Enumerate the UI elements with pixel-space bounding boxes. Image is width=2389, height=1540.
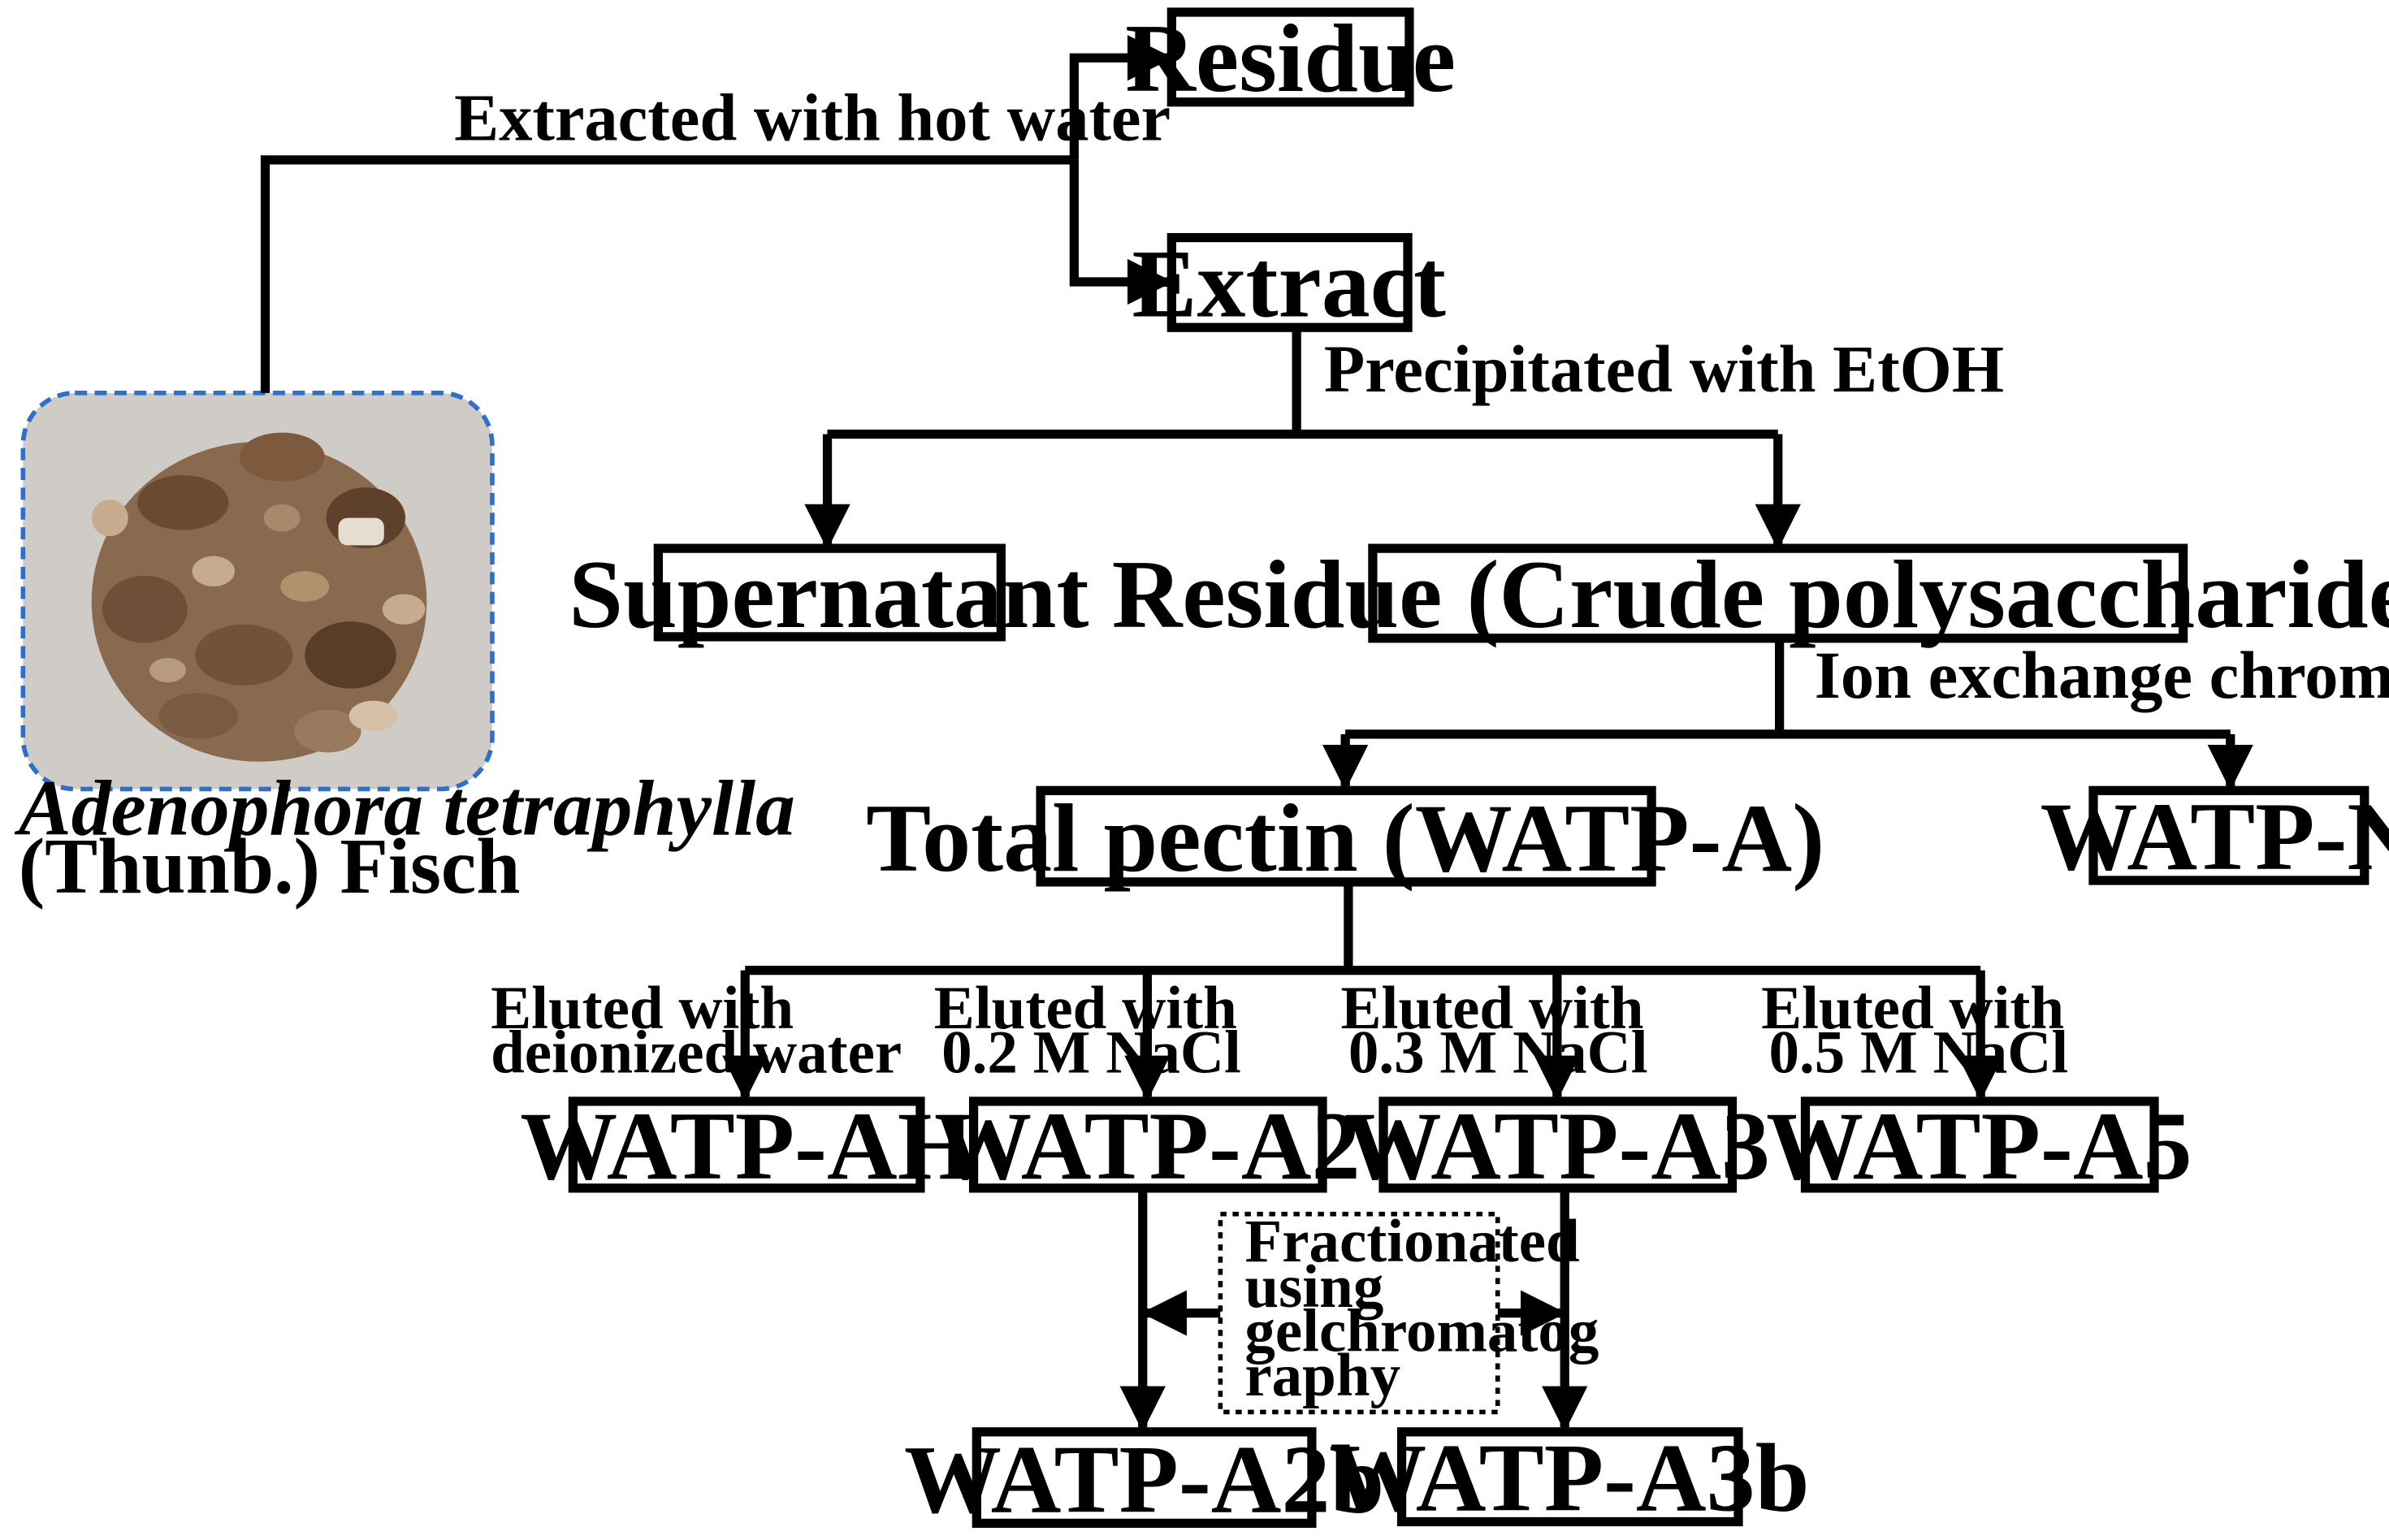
elution-1-line2: deionized water <box>491 1019 902 1086</box>
elution-3-line1: Eluted with <box>1341 975 1644 1042</box>
node-total-pectin-label: Total pectin (WATP-A) <box>866 784 1824 892</box>
node-crude-label: Residue (Crude polysaccharide) <box>1112 540 2389 648</box>
node-supernatant-label: Supernatant <box>569 540 1088 648</box>
node-watp-a5-label: WATP-A5 <box>1766 1092 2192 1200</box>
dried-root-pieces-photo <box>20 391 495 792</box>
node-watp-ah: WATP-AH <box>520 1092 973 1200</box>
gel-step-box <box>1218 1211 1500 1415</box>
elution-1-line1: Eluted with <box>491 975 794 1042</box>
node-extract: Extract <box>1132 229 1446 337</box>
node-watp-n-label: WATP-N <box>2041 782 2389 890</box>
node-watp-ah-label: WATP-AH <box>520 1092 973 1200</box>
elution-3-line2: 0.3 M NaCl <box>1348 1019 1648 1086</box>
gel-step-line3: gelchromatog <box>1244 1297 1599 1365</box>
node-watp-a3: WATP-A3 <box>1344 1092 1770 1200</box>
elution-2-line1: Eluted with <box>934 975 1237 1042</box>
node-total-pectin: Total pectin (WATP-A) <box>866 784 1824 892</box>
arrow-to-residue <box>1069 35 1174 160</box>
root-pieces-icon <box>91 432 427 762</box>
node-extract-label: Extract <box>1132 229 1446 337</box>
node-watp-a3-label: WATP-A3 <box>1344 1092 1770 1200</box>
elution-4-line1: Eluted with <box>1761 975 2064 1042</box>
node-watp-a3b-label: WATP-A3b <box>1329 1424 1809 1532</box>
step-etoh: Precipitated with EtOH <box>1324 331 2004 406</box>
elution-4-line2: 0.5 M NaCl <box>1769 1019 2069 1086</box>
node-watp-n: WATP-N <box>2041 782 2389 890</box>
species-name: Adenophora tetraphylla <box>14 765 795 853</box>
arrow-to-extract <box>1069 159 1174 305</box>
elution-2-line2: 0.2 M NaCl <box>941 1019 1241 1086</box>
node-supernatant: Supernatant <box>569 540 1088 648</box>
node-watp-a2b: WATP-A2b <box>904 1425 1384 1533</box>
gel-step-line2: using <box>1244 1253 1383 1321</box>
node-watp-a2-label: WATP-A2 <box>934 1092 1360 1200</box>
gel-step-line4: raphy <box>1244 1342 1400 1409</box>
node-watp-a5: WATP-A5 <box>1766 1092 2192 1200</box>
node-watp-a2: WATP-A2 <box>934 1092 1360 1200</box>
node-crude-polysaccharide: Residue (Crude polysaccharide) <box>1112 540 2389 648</box>
connectors <box>260 35 2253 1432</box>
step-hot-water: Extracted with hot water <box>454 80 1171 155</box>
node-residue-label: Residue <box>1125 4 1456 112</box>
gel-step-line1: Fractionated <box>1244 1208 1579 1275</box>
connector-source-split <box>260 155 1075 393</box>
node-residue: Residue <box>1125 4 1456 112</box>
node-watp-a2b-label: WATP-A2b <box>904 1425 1384 1533</box>
node-watp-a3b: WATP-A3b <box>1329 1424 1809 1532</box>
species-author: (Thunb.) Fisch <box>19 823 521 911</box>
